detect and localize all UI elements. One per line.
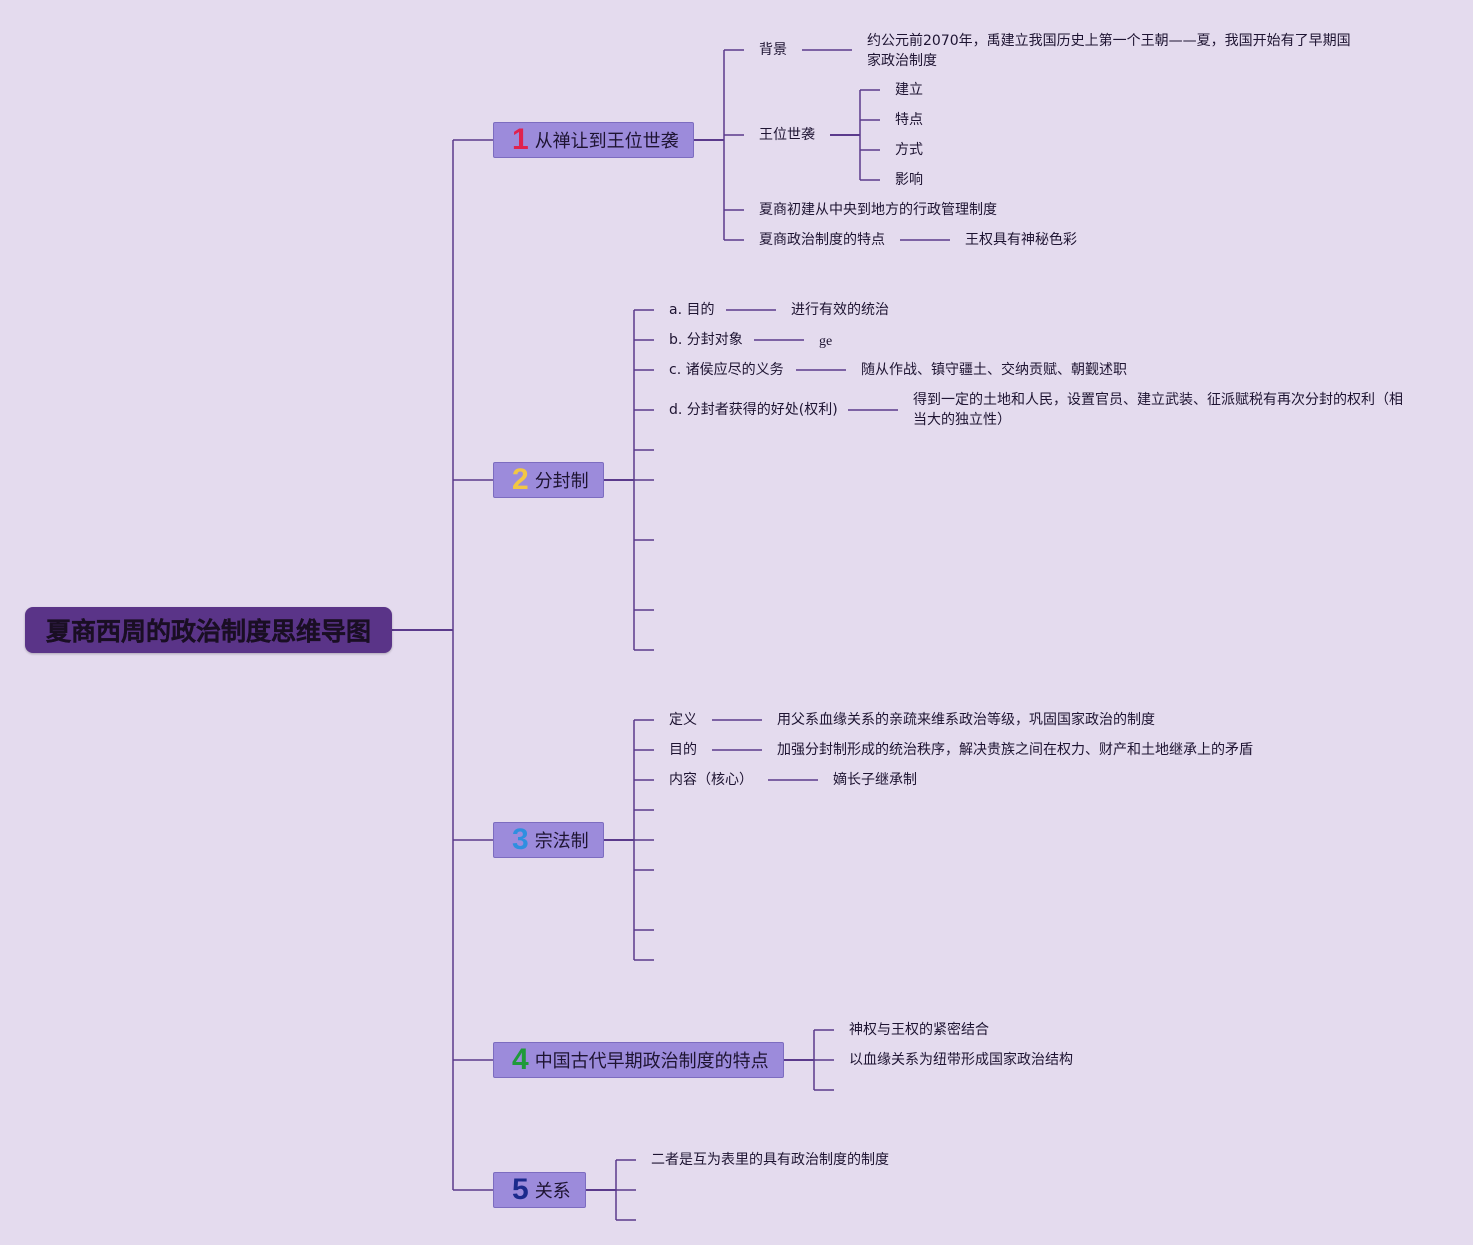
b4-item-1[interactable]: 神权与王权的紧密结合 <box>849 1022 989 1038</box>
branch-2-topic[interactable]: 2 分封制 <box>493 462 604 498</box>
branch-2-number: 2 <box>512 463 529 496</box>
branch-1-number: 1 <box>512 123 529 156</box>
b4-item-2[interactable]: 以血缘关系为纽带形成国家政治结构 <box>849 1052 1073 1068</box>
b2-targets-label[interactable]: b. 分封对象 <box>669 332 743 348</box>
b3-definition-label[interactable]: 定义 <box>669 712 697 728</box>
b2-purpose-detail[interactable]: 进行有效的统治 <box>791 302 889 318</box>
b1-succession-impact[interactable]: 影响 <box>895 172 923 188</box>
branch-4-topic[interactable]: 4 中国古代早期政治制度的特点 <box>493 1042 784 1078</box>
branch-5-number: 5 <box>512 1173 529 1206</box>
branch-3-number: 3 <box>512 823 529 856</box>
b2-purpose-label[interactable]: a. 目的 <box>669 302 715 318</box>
b5-item-1[interactable]: 二者是互为表里的具有政治制度的制度 <box>651 1152 889 1168</box>
b2-targets-detail[interactable]: ge <box>819 334 833 349</box>
b1-features-detail[interactable]: 王权具有神秘色彩 <box>965 232 1077 248</box>
b1-admin-system[interactable]: 夏商初建从中央到地方的行政管理制度 <box>759 202 997 218</box>
b2-benefits-detail[interactable]: 得到一定的土地和人民，设置官员、建立武装、征派赋税有再次分封的权利（相当大的独立… <box>913 392 1403 428</box>
branch-5-label: 关系 <box>534 1181 571 1202</box>
root-topic[interactable]: 夏商西周的政治制度思维导图 <box>25 607 392 653</box>
b1-succession-establish[interactable]: 建立 <box>895 82 923 98</box>
b2-duties-detail[interactable]: 随从作战、镇守疆土、交纳贡赋、朝觐述职 <box>861 362 1127 378</box>
b3-definition-detail[interactable]: 用父系血缘关系的亲疏来维系政治等级，巩固国家政治的制度 <box>777 712 1155 728</box>
b1-succession-features[interactable]: 特点 <box>895 112 923 128</box>
branch-4-number: 4 <box>512 1043 529 1076</box>
branch-1-label: 从禅让到王位世袭 <box>534 131 679 152</box>
b1-succession-label[interactable]: 王位世袭 <box>759 127 815 143</box>
b1-succession-method[interactable]: 方式 <box>895 142 923 158</box>
b2-duties-label[interactable]: c. 诸侯应尽的义务 <box>669 362 784 378</box>
branch-3-label: 宗法制 <box>534 831 589 852</box>
branch-5-topic[interactable]: 5 关系 <box>493 1172 586 1208</box>
b3-content-detail[interactable]: 嫡长子继承制 <box>833 772 917 788</box>
branch-3-topic[interactable]: 3 宗法制 <box>493 822 604 858</box>
branch-1-topic[interactable]: 1 从禅让到王位世袭 <box>493 122 694 158</box>
b3-purpose-label[interactable]: 目的 <box>669 742 697 758</box>
b3-content-label[interactable]: 内容（核心） <box>669 772 753 788</box>
b1-features-label[interactable]: 夏商政治制度的特点 <box>759 232 885 248</box>
branch-2-label: 分封制 <box>534 471 589 492</box>
root-title: 夏商西周的政治制度思维导图 <box>45 617 371 646</box>
branch-4-label: 中国古代早期政治制度的特点 <box>534 1051 769 1072</box>
b1-background-label[interactable]: 背景 <box>759 42 787 58</box>
b3-purpose-detail[interactable]: 加强分封制形成的统治秩序，解决贵族之间在权力、财产和土地继承上的矛盾 <box>777 742 1253 758</box>
b1-background-detail[interactable]: 约公元前2070年，禹建立我国历史上第一个王朝——夏，我国开始有了早期国家政治制… <box>867 33 1351 69</box>
b2-benefits-label[interactable]: d. 分封者获得的好处(权利) <box>669 402 838 418</box>
